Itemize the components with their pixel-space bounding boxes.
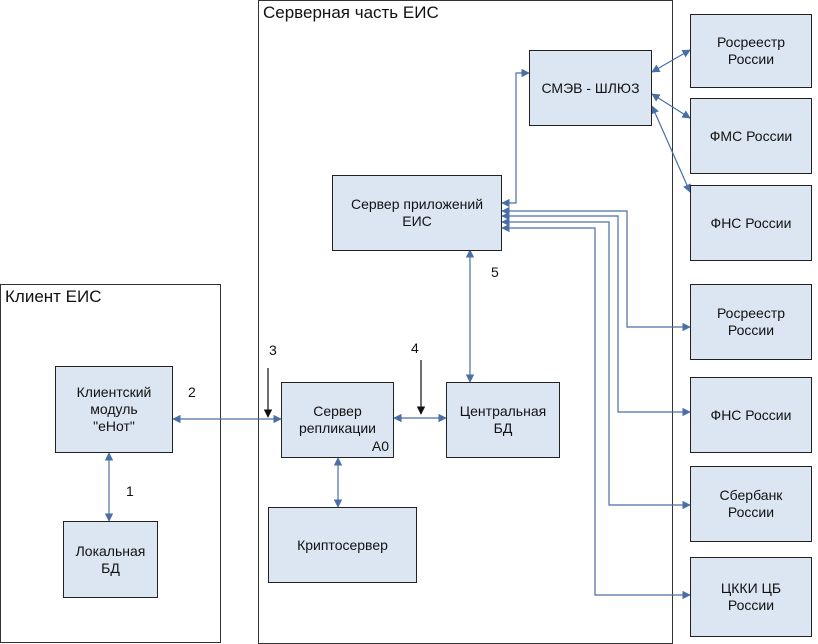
server-frame-title: Серверная часть ЕИС [263,3,439,22]
local-db-box: Локальная БД [63,521,158,598]
label-2: 2 [188,384,196,400]
crypto-server-box: Криптосервер [268,507,417,583]
rosreestr-top-box: Росреестр России [690,14,812,88]
link-smev-rosreestr [651,49,691,73]
label-1: 1 [126,483,134,499]
link-app-sberbank [501,217,691,510]
client-module-box: Клиентский модуль "еНот" [55,366,173,453]
fns-top-box: ФНС России [690,185,812,261]
label-5: 5 [491,264,499,280]
label-4: 4 [411,340,419,356]
client-frame-title: Клиент ЕИС [5,287,102,306]
rosreestr-mid-box: Росреестр России [690,284,812,360]
central-db-box: Центральная БД [446,382,560,458]
link-smev-fns [651,105,691,193]
fms-box: ФМС России [690,98,812,174]
fns-mid-box: ФНС России [690,377,812,453]
link-smev-fms [651,93,691,119]
sberbank-box: Сбербанк России [690,466,812,542]
replication-server-label: Сервер репликации [298,403,377,436]
link-smev-app [501,68,530,208]
replication-server-box: Сервер репликации А0 [281,382,394,458]
app-server-box: Сервер приложений ЕИС [332,175,502,251]
smev-gateway-box: СМЭВ - ШЛЮЗ [529,50,652,126]
link-app-ckki [501,223,691,600]
replication-tag: А0 [371,438,389,454]
label-3: 3 [269,342,277,358]
ckki-box: ЦККИ ЦБ России [690,557,812,637]
